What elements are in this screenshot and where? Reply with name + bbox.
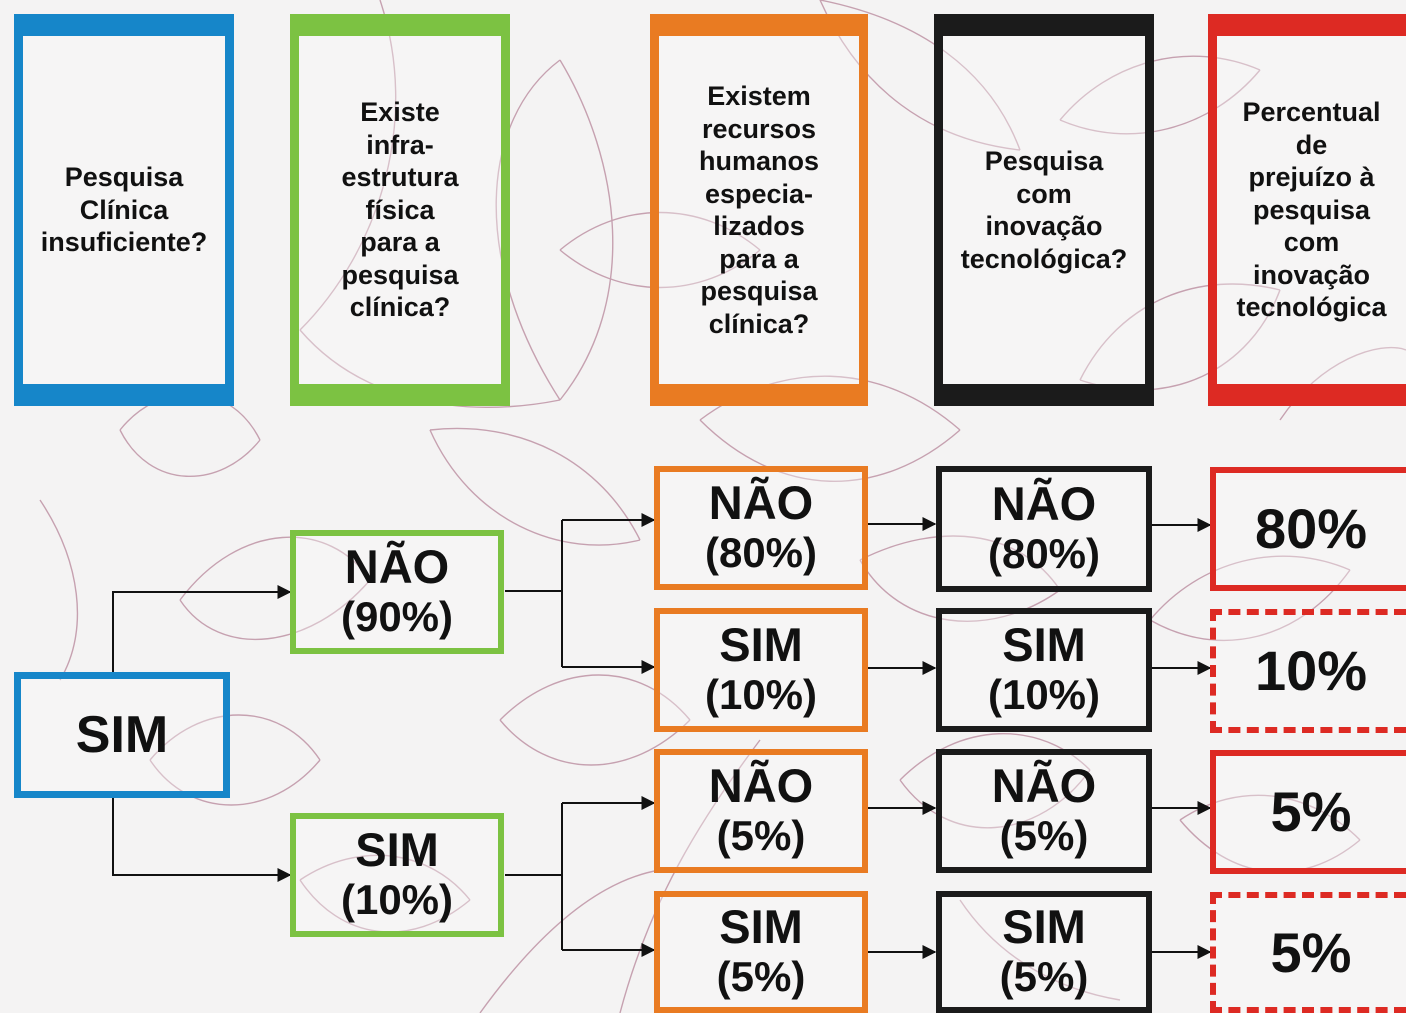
node-percent: (5%)	[999, 953, 1089, 1000]
node-percent: (10%)	[340, 876, 454, 923]
root-to-infra-sim-arrow	[112, 797, 292, 882]
node-percent: (10%)	[987, 671, 1101, 718]
root-to-infra-nao-arrow	[112, 585, 292, 673]
node-percent: (5%)	[716, 812, 806, 859]
root-label: SIM	[75, 706, 169, 764]
inov-node-2: SIM (10%)	[936, 608, 1152, 732]
infra-node-nao: NÃO (90%)	[290, 530, 504, 654]
rh-node-4: SIM (5%)	[654, 891, 868, 1013]
header-percentual-prejuizo: Percentual de prejuízo à pesquisa com in…	[1208, 14, 1406, 406]
node-label: NÃO	[991, 759, 1097, 812]
header-recursos-humanos-label: Existem recursos humanos especia- lizado…	[698, 81, 819, 339]
result-value: 5%	[1270, 780, 1352, 843]
inov-node-3: NÃO (5%)	[936, 749, 1152, 873]
header-infraestrutura: Existe infra- estrutura física para a pe…	[290, 14, 510, 406]
node-label: SIM	[355, 823, 439, 876]
inov-node-4: SIM (5%)	[936, 891, 1152, 1013]
result-node-1: 80%	[1210, 467, 1406, 591]
node-percent: (5%)	[716, 953, 806, 1000]
node-label: NÃO	[708, 476, 814, 529]
node-percent: (80%)	[704, 529, 818, 576]
header-inovacao-label: Pesquisa com inovação tecnológica?	[960, 146, 1128, 274]
header-inovacao: Pesquisa com inovação tecnológica?	[934, 14, 1154, 406]
node-label: NÃO	[708, 759, 814, 812]
node-percent: (10%)	[704, 671, 818, 718]
node-percent: (5%)	[999, 812, 1089, 859]
rh-node-3: NÃO (5%)	[654, 749, 868, 873]
node-label: SIM	[719, 618, 803, 671]
node-label: SIM	[1002, 618, 1086, 671]
node-percent: (90%)	[340, 593, 454, 640]
header-percentual-prejuizo-label: Percentual de prejuízo à pesquisa com in…	[1236, 97, 1387, 323]
result-value: 10%	[1254, 639, 1368, 702]
infra-node-sim: SIM (10%)	[290, 813, 504, 937]
node-label: SIM	[719, 900, 803, 953]
header-pesquisa-clinica: Pesquisa Clínica insuficiente?	[14, 14, 234, 406]
header-recursos-humanos: Existem recursos humanos especia- lizado…	[650, 14, 868, 406]
result-node-3: 5%	[1210, 750, 1406, 874]
result-node-2: 10%	[1210, 609, 1406, 733]
result-value: 5%	[1270, 920, 1352, 984]
node-label: NÃO	[991, 477, 1097, 530]
rh-node-2: SIM (10%)	[654, 608, 868, 732]
header-infraestrutura-label: Existe infra- estrutura física para a pe…	[341, 97, 459, 323]
inov-node-1: NÃO (80%)	[936, 466, 1152, 592]
node-percent: (80%)	[987, 530, 1101, 577]
node-label: SIM	[1002, 900, 1086, 953]
result-value: 80%	[1254, 497, 1368, 560]
header-pesquisa-clinica-label: Pesquisa Clínica insuficiente?	[40, 162, 208, 258]
result-node-4: 5%	[1210, 892, 1406, 1013]
rh-node-1: NÃO (80%)	[654, 466, 868, 590]
root-node: SIM	[14, 672, 230, 798]
node-label: NÃO	[344, 540, 450, 593]
